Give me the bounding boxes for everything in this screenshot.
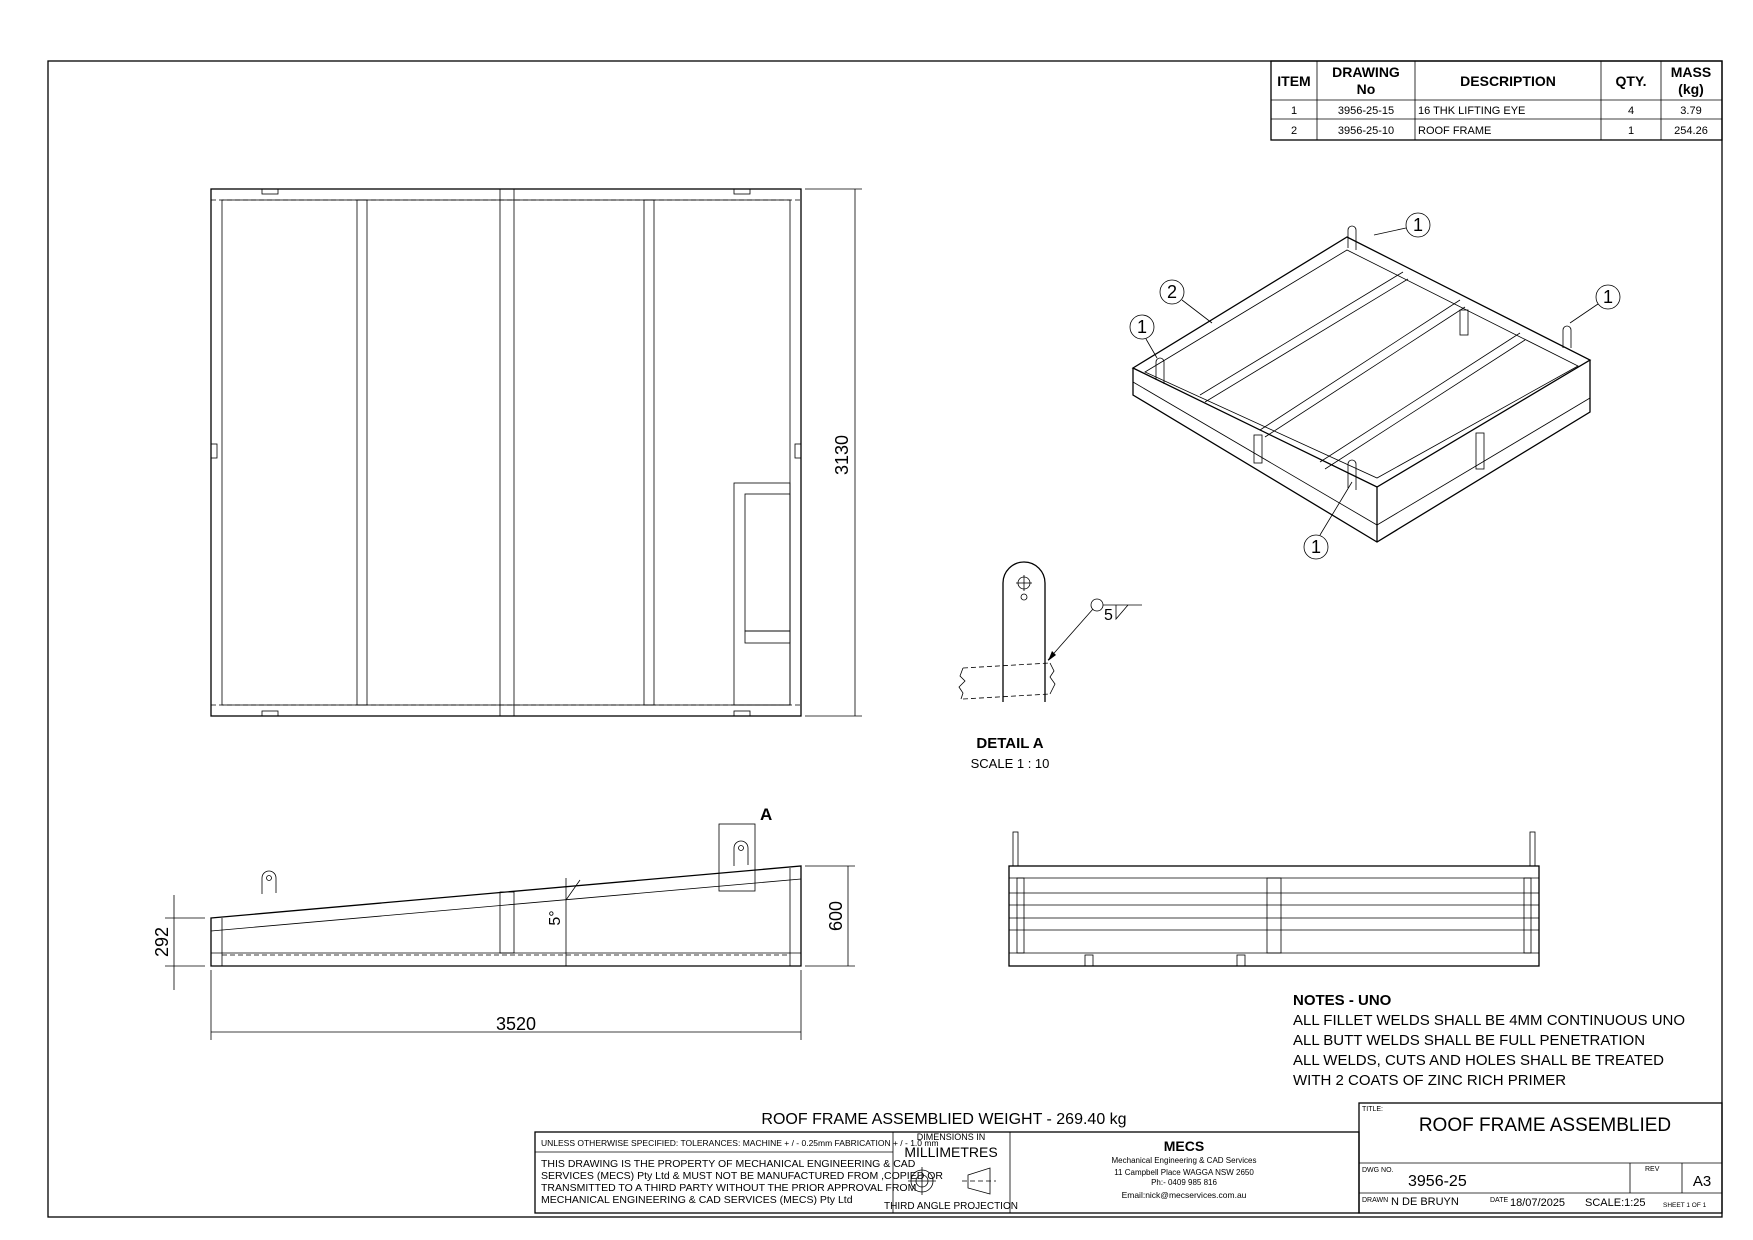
dimension-slope: 5° [547,910,564,925]
notes-title: NOTES - UNO [1293,992,1392,1009]
date: 18/07/2025 [1510,1197,1565,1209]
sheet-border [47,60,1723,1218]
bom-cell: 3.79 [1680,105,1701,117]
company-phone: Ph:- 0409 985 816 [1151,1178,1217,1187]
units-label: MILLIMETRES [904,1144,997,1160]
balloon-item-1: 1 [1311,537,1321,557]
bom-header-qty: QTY. [1615,73,1646,89]
date-label: DATE [1490,1197,1508,1204]
property-line: SERVICES (MECS) Pty Ltd & MUST NOT BE MA… [541,1170,943,1182]
dimension-3520: 3520 [496,1014,536,1034]
bom-cell: 1 [1628,125,1634,137]
title-label: TITLE: [1362,1106,1383,1113]
bom-header-item: ITEM [1277,73,1310,89]
property-line: MECHANICAL ENGINEERING & CAD SERVICES (M… [541,1194,853,1206]
balloon-item-1: 1 [1603,287,1613,307]
bom-header-mass: MASS [1671,64,1711,80]
table-row: 2 3956-25-10 ROOF FRAME 1 254.26 [1291,125,1708,137]
dimension-3130: 3130 [832,435,852,475]
balloon-item-1: 1 [1413,215,1423,235]
top-view: 3130 [210,188,862,717]
side-view: A 5° 292 600 3520 [152,805,855,1040]
company-name: Mechanical Engineering & CAD Services [1112,1156,1257,1165]
detail-a-callout: A [760,805,772,824]
bom-cell: 1 [1291,105,1297,117]
bom-cell: 2 [1291,125,1297,137]
property-line: THIS DRAWING IS THE PROPERTY OF MECHANIC… [541,1158,916,1170]
drawn-by: N DE BRUYN [1391,1196,1459,1208]
detail-a-title: DETAIL A [976,735,1043,752]
property-line: TRANSMITTED TO A THIRD PARTY WITHOUT THE… [541,1182,916,1194]
bom-cell: 3956-25-15 [1338,105,1394,117]
dwg-no: 3956-25 [1408,1173,1467,1190]
bom-cell: 254.26 [1674,125,1708,137]
dimension-600: 600 [826,901,846,931]
note-line: ALL BUTT WELDS SHALL BE FULL PENETRATION [1293,1032,1645,1049]
notes: NOTES - UNO ALL FILLET WELDS SHALL BE 4M… [1293,992,1685,1089]
end-view [1008,831,1540,967]
note-line: ALL FILLET WELDS SHALL BE 4MM CONTINUOUS… [1293,1012,1685,1029]
table-row: 1 3956-25-15 16 THK LIFTING EYE 4 3.79 [1291,105,1702,117]
company-email: Email:nick@mecservices.com.au [1122,1190,1247,1200]
isometric-view: 1 1 1 2 1 [1129,212,1621,560]
title-block: UNLESS OTHERWISE SPECIFIED: TOLERANCES: … [534,1102,1723,1214]
bom-header-drawing-no: No [1357,81,1376,97]
note-line: ALL WELDS, CUTS AND HOLES SHALL BE TREAT… [1293,1052,1664,1069]
rev-label: REV [1645,1166,1660,1173]
weight-note: ROOF FRAME ASSEMBLIED WEIGHT - 269.40 kg [761,1111,1126,1128]
company-address: 11 Campbell Place WAGGA NSW 2650 [1114,1168,1254,1177]
bom-header-mass-unit: (kg) [1678,81,1704,97]
detail-a-view: 5 DETAIL A SCALE 1 : 10 [958,561,1142,771]
bom-cell: 3956-25-10 [1338,125,1394,137]
weld-size: 5 [1104,607,1113,624]
bom-header-drawing: DRAWING [1332,64,1400,80]
balloon-item-1: 1 [1137,317,1147,337]
projection-label: THIRD ANGLE PROJECTION [884,1201,1018,1212]
bom-cell: 4 [1628,105,1634,117]
sheet-size: A3 [1693,1173,1711,1190]
bom-cell: 16 THK LIFTING EYE [1418,105,1525,117]
drawn-label: DRAWN [1362,1197,1388,1204]
third-angle-projection-icon [908,1167,996,1195]
bom-header-description: DESCRIPTION [1460,73,1556,89]
drawing-title: ROOF FRAME ASSEMBLIED [1419,1115,1671,1136]
scale: SCALE:1:25 [1585,1197,1646,1209]
detail-a-scale: SCALE 1 : 10 [971,756,1050,771]
sheet-number: SHEET 1 OF 1 [1663,1202,1707,1209]
detail-a-boundary [718,823,756,892]
dimension-292: 292 [152,927,172,957]
tolerances: UNLESS OTHERWISE SPECIFIED: TOLERANCES: … [541,1138,939,1148]
dwg-no-label: DWG NO. [1362,1167,1394,1174]
bom-table: ITEM DRAWING No DESCRIPTION QTY. MASS (k… [1270,60,1723,141]
company-logo: MECS [1164,1138,1204,1154]
bom-cell: ROOF FRAME [1418,125,1491,137]
dimensions-in-label: DIMENSIONS IN [917,1132,986,1142]
balloon-item-2: 2 [1167,282,1177,302]
note-line: WITH 2 COATS OF ZINC RICH PRIMER [1293,1072,1566,1089]
